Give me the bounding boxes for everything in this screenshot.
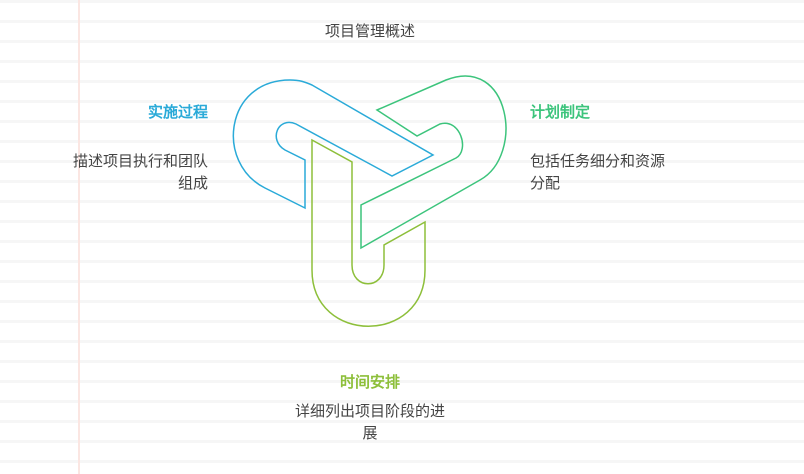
implementation-heading: 实施过程 bbox=[147, 103, 208, 121]
implementation-loop-shape bbox=[232, 79, 435, 210]
schedule-loop-shape bbox=[311, 138, 426, 327]
schedule-heading: 时间安排 bbox=[339, 373, 400, 391]
schedule-description: 详细列出项目阶段的进展 bbox=[295, 402, 446, 442]
notebook-margin-line bbox=[78, 0, 80, 474]
implementation-description: 描述项目执行和团队组成 bbox=[72, 152, 208, 192]
diagram-title: 项目管理概述 bbox=[324, 22, 415, 40]
planning-loop-shape bbox=[360, 75, 507, 250]
planning-heading: 计划制定 bbox=[530, 103, 591, 121]
planning-description: 包括任务细分和资源分配 bbox=[530, 152, 666, 192]
